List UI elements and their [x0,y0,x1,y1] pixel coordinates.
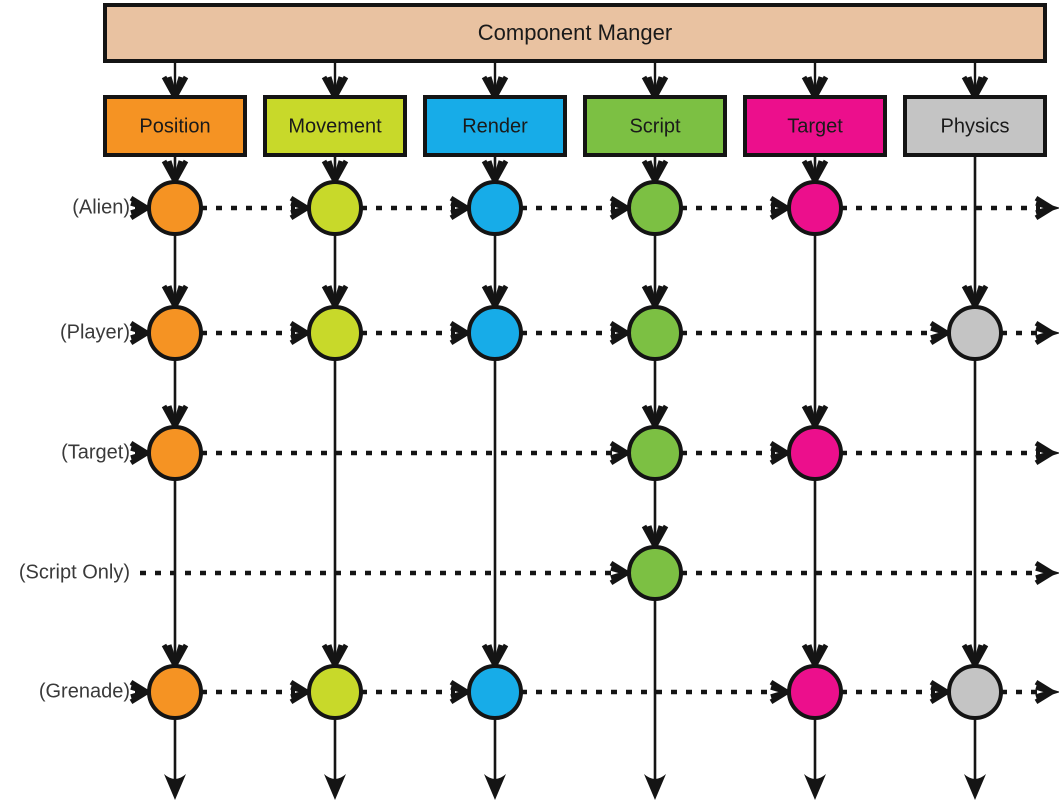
node-player-movement[interactable] [307,305,363,361]
component-box-physics[interactable]: Physics [903,95,1047,157]
node-alien-position[interactable] [147,180,203,236]
entity-arrow-player-5-inner [1035,325,1059,341]
entity-row-labels: (Alien) (Player) (Target) (Script Only) (Gre… [19,196,130,702]
node-grenade-position[interactable] [147,664,203,720]
node-alien-target[interactable] [787,180,843,236]
node-circle-grenade-position [147,664,203,720]
pool-line-arrow-render [484,774,506,800]
node-circle-script-only-script [627,545,683,601]
entity-traversal-lines [129,195,1059,705]
component-box-position[interactable]: Position [103,95,247,157]
node-script-only-script[interactable] [627,545,683,601]
component-box-label-target: Target [787,115,843,137]
node-player-render[interactable] [467,305,523,361]
node-grenade-render[interactable] [467,664,523,720]
component-box-label-physics: Physics [941,115,1010,137]
entity-arrow-script-only-1-inner [1035,565,1059,581]
node-circle-grenade-target [787,664,843,720]
component-pool-lines [161,155,989,800]
node-target-position[interactable] [147,425,203,481]
node-circle-grenade-render [467,664,523,720]
entity-label-target: (Target) [61,441,130,463]
node-grenade-physics[interactable] [947,664,1003,720]
component-box-fill-movement [263,95,407,157]
node-grenade-target[interactable] [787,664,843,720]
node-circle-alien-movement [307,180,363,236]
node-circle-alien-render [467,180,523,236]
manager-feed-arrows [161,61,989,106]
pool-line-arrow-target [804,774,826,800]
component-box-render[interactable]: Render [423,95,567,157]
node-player-script[interactable] [627,305,683,361]
component-box-fill-script [583,95,727,157]
entity-label-player: (Player) [60,321,130,343]
node-player-physics[interactable] [947,305,1003,361]
node-circle-player-render [467,305,523,361]
node-circle-grenade-movement [307,664,363,720]
component-manager-bar[interactable]: Component Manger [103,3,1047,63]
component-box-label-movement: Movement [288,115,382,137]
entity-label-script-only: (Script Only) [19,561,130,583]
component-manager-label: Component Manger [478,20,672,45]
component-box-label-render: Render [462,115,528,137]
component-box-movement[interactable]: Movement [263,95,407,157]
node-circle-target-script [627,425,683,481]
pool-line-arrow-movement [324,774,346,800]
node-alien-script[interactable] [627,180,683,236]
node-alien-movement[interactable] [307,180,363,236]
component-box-fill-render [423,95,567,157]
component-box-fill-physics [903,95,1047,157]
component-column-boxes: Position Movement Render Script Target Physic… [103,95,1047,157]
node-alien-render[interactable] [467,180,523,236]
node-circle-player-movement [307,305,363,361]
node-circle-player-physics [947,305,1003,361]
node-circle-alien-position [147,180,203,236]
entity-arrow-target-3-inner [1035,445,1059,461]
entity-arrow-grenade-5-inner [1035,684,1059,700]
node-target-target[interactable] [787,425,843,481]
node-circle-grenade-physics [947,664,1003,720]
entity-arrow-alien-5-inner [1035,200,1059,216]
node-circle-alien-script [627,180,683,236]
node-circle-alien-target [787,180,843,236]
node-circle-player-position [147,305,203,361]
node-target-script[interactable] [627,425,683,481]
component-box-fill-target [743,95,887,157]
node-circle-target-position [147,425,203,481]
pool-line-arrow-physics [964,774,986,800]
entity-label-grenade: (Grenade) [39,680,130,702]
node-grenade-movement[interactable] [307,664,363,720]
pool-line-arrow-script [644,774,666,800]
node-player-position[interactable] [147,305,203,361]
component-instance-nodes [147,180,1003,720]
component-box-label-script: Script [629,115,681,137]
node-circle-player-script [627,305,683,361]
component-box-label-position: Position [139,115,210,137]
pool-line-arrow-position [164,774,186,800]
node-circle-target-target [787,425,843,481]
entity-label-alien: (Alien) [72,196,130,218]
component-box-target[interactable]: Target [743,95,887,157]
component-box-fill-position [103,95,247,157]
component-box-script[interactable]: Script [583,95,727,157]
component-manager-box [103,3,1047,63]
